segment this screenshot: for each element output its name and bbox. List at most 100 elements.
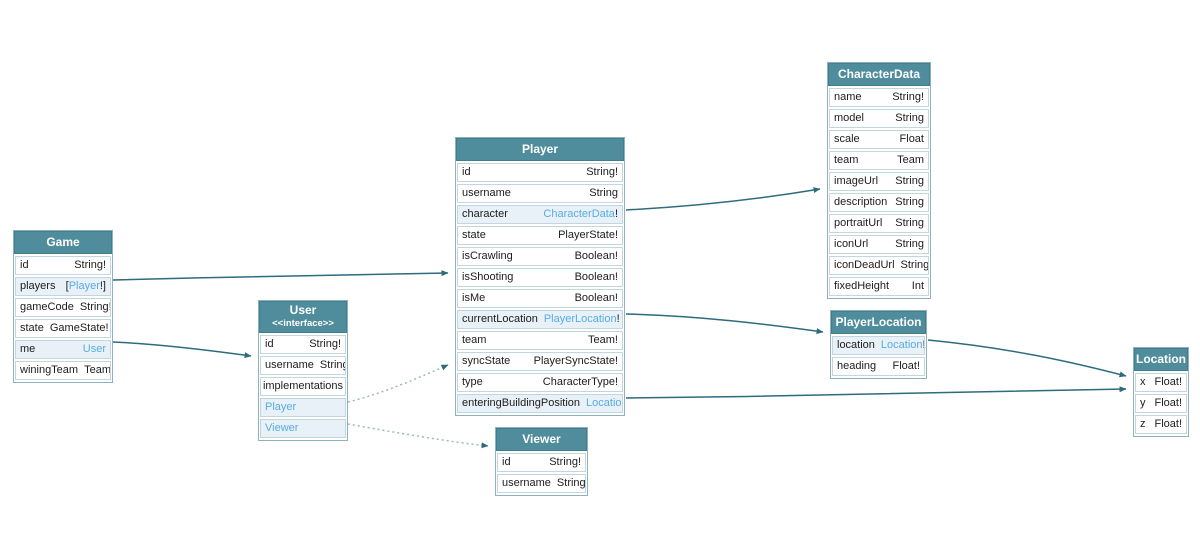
table-title: PlayerLocation [835, 315, 922, 329]
field-type: PlayerSyncState! [534, 353, 618, 370]
type-link[interactable]: PlayerLocation [543, 313, 617, 325]
field-name: location [837, 339, 875, 351]
type-link[interactable]: User [82, 343, 106, 355]
field-type: Boolean! [575, 290, 618, 307]
field-row-player-enteringBuildingPosition[interactable]: enteringBuildingPositionLocation [457, 394, 623, 413]
edge-game-me-to-user [112, 341, 252, 359]
field-name: type [462, 376, 483, 388]
field-row-game-players[interactable]: players[Player!] [15, 277, 111, 296]
type-link[interactable]: Location [586, 397, 622, 409]
field-type: String [557, 475, 585, 492]
field-type: Float! [1154, 374, 1182, 391]
field-row-playerlocation-location[interactable]: location Location! [832, 336, 925, 355]
type-text: !] [99, 280, 106, 292]
field-type: PlayerLocation! [544, 311, 620, 328]
type-text: Team! [588, 334, 618, 346]
field-type: String! [74, 257, 106, 274]
field-row-viewer-username[interactable]: username String [497, 474, 586, 493]
table-header-user[interactable]: User<<interface>> [259, 301, 347, 333]
field-row-player-type[interactable]: type CharacterType! [457, 373, 623, 392]
type-text: PlayerSyncState! [533, 355, 618, 367]
table-header-location[interactable]: Location [1134, 348, 1188, 371]
field-type: Location [586, 395, 622, 412]
table-header-viewer[interactable]: Viewer [496, 428, 587, 451]
field-name: y [1140, 397, 1146, 409]
field-name: Viewer [265, 422, 299, 434]
type-text: Team [84, 364, 111, 376]
field-row-user-implementations[interactable]: implementations [260, 377, 346, 396]
field-type: Team [897, 152, 924, 169]
field-name: username [502, 477, 551, 489]
field-type: Float! [1154, 395, 1182, 412]
field-name: heading [837, 360, 877, 372]
field-name: imageUrl [834, 175, 879, 187]
type-link[interactable]: CharacterData [543, 208, 615, 220]
field-name: state [20, 322, 44, 334]
table-header-characterdata[interactable]: CharacterData [828, 63, 930, 86]
type-text: ! [923, 339, 924, 351]
field-type: User [83, 341, 106, 358]
field-name: team [462, 334, 487, 346]
type-link[interactable]: Player [68, 280, 100, 292]
field-type: String [895, 194, 924, 211]
edge-game-players-to-player [112, 270, 449, 281]
field-row-user-Viewer[interactable]: Viewer [260, 419, 346, 438]
field-name: team [834, 154, 859, 166]
field-row-characterdata-team[interactable]: team Team [829, 151, 929, 170]
field-name: fixedHeight [834, 280, 890, 292]
table-header-playerlocation[interactable]: PlayerLocation [831, 311, 926, 334]
field-row-location-y[interactable]: y Float! [1135, 394, 1187, 413]
field-type: CharacterType! [543, 374, 618, 391]
edge-player-character-to-characterdata [625, 187, 821, 211]
field-name: username [462, 187, 511, 199]
field-type: Boolean! [575, 248, 618, 265]
table-title: CharacterData [837, 67, 921, 81]
field-row-player-team[interactable]: team Team! [457, 331, 623, 350]
type-text: Float! [1154, 397, 1182, 409]
edge-player-currentlocation-to-playerlocation [625, 313, 824, 335]
type-link[interactable]: Location [880, 339, 923, 351]
table-header-player[interactable]: Player [456, 138, 624, 161]
table-header-game[interactable]: Game [14, 231, 112, 254]
type-text: [ [65, 280, 69, 292]
field-row-user-Player[interactable]: Player [260, 398, 346, 417]
field-name: name [834, 91, 862, 103]
type-text: String [319, 359, 346, 371]
type-text: Float! [1154, 418, 1182, 430]
